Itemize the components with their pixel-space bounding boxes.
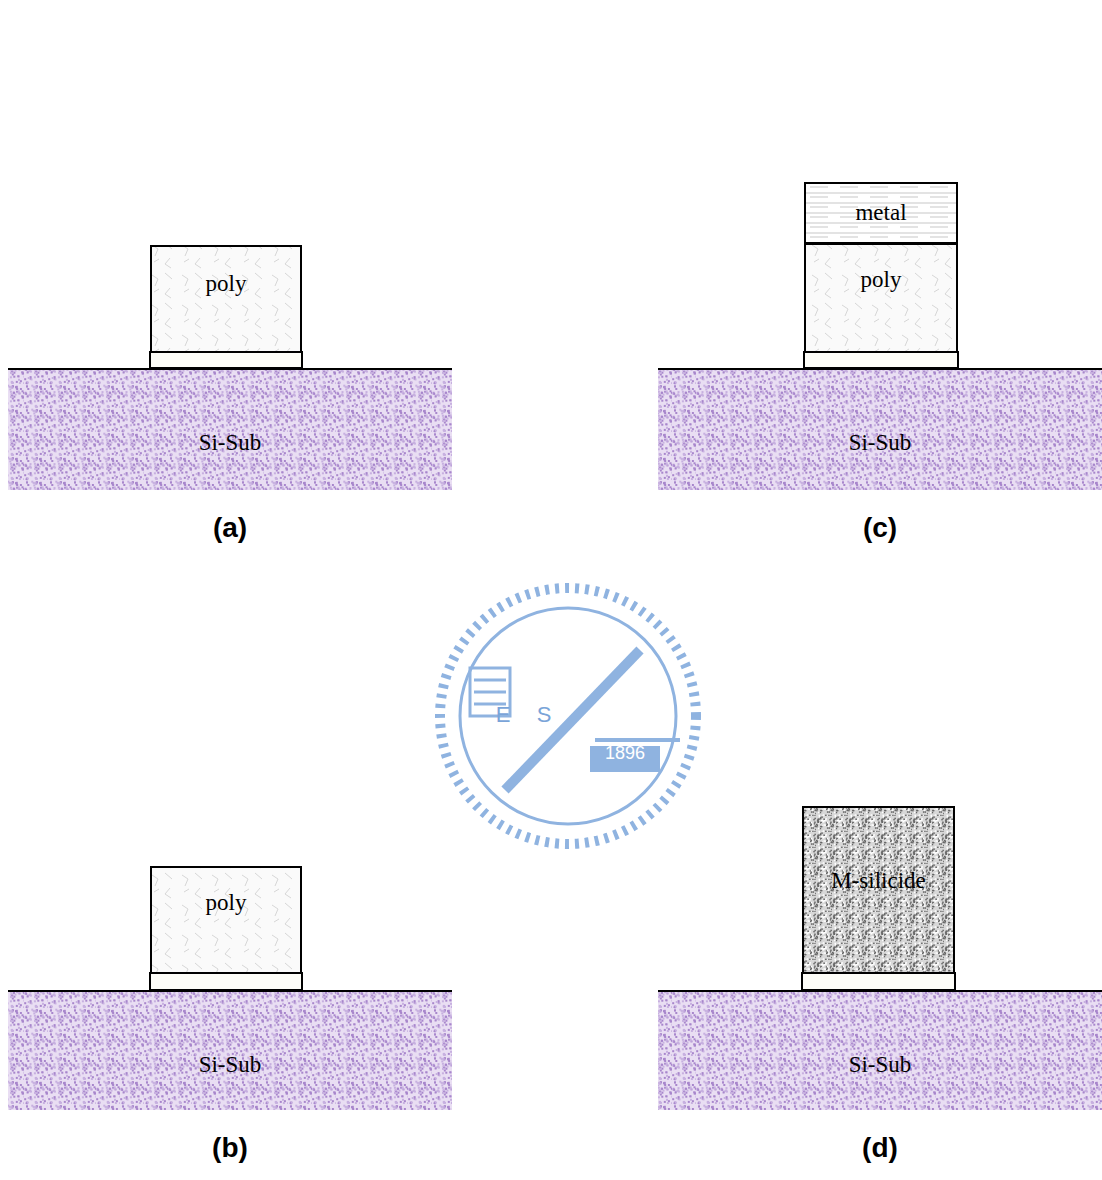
substrate: Si-Sub [8, 990, 452, 1110]
poly-layer: poly [804, 243, 958, 353]
gate-oxide [150, 973, 302, 990]
layer-label: poly [806, 265, 956, 295]
layer-label: metal [806, 198, 956, 228]
silicide-layer-fill [802, 806, 955, 974]
poly-layer-fill [150, 866, 302, 974]
gate-oxide [802, 973, 955, 990]
substrate: Si-Sub [658, 990, 1102, 1110]
substrate-fill [8, 990, 452, 1110]
panel-label: (a) [213, 512, 247, 544]
substrate-fill [658, 368, 1102, 490]
panel-label: (c) [863, 512, 897, 544]
silicide-layer: M-silicide [802, 806, 955, 974]
gate-oxide [150, 352, 302, 368]
layer-label: Si-Sub [658, 428, 1102, 458]
panel-label: (b) [212, 1132, 248, 1164]
watermark-text: 1896 [605, 743, 645, 764]
layer-label: poly [152, 269, 300, 299]
poly-layer: poly [150, 866, 302, 974]
poly-layer-fill [804, 243, 958, 353]
watermark-text: E [496, 702, 511, 728]
layer-label: Si-Sub [8, 428, 452, 458]
layer-label: Si-Sub [658, 1050, 1102, 1080]
metal-layer: metal [804, 182, 958, 244]
substrate-fill [8, 368, 452, 490]
layer-label: M-silicide [804, 866, 953, 896]
substrate-fill [658, 990, 1102, 1110]
poly-layer-fill [150, 245, 302, 353]
substrate: Si-Sub [8, 368, 452, 490]
gate-oxide [804, 352, 958, 368]
metal-layer-fill [804, 182, 958, 244]
panel-label: (d) [862, 1132, 898, 1164]
poly-layer: poly [150, 245, 302, 353]
watermark-text: S [537, 702, 552, 728]
layer-label: poly [152, 888, 300, 918]
layer-label: Si-Sub [8, 1050, 452, 1080]
watermark-logo [440, 588, 696, 844]
substrate: Si-Sub [658, 368, 1102, 490]
